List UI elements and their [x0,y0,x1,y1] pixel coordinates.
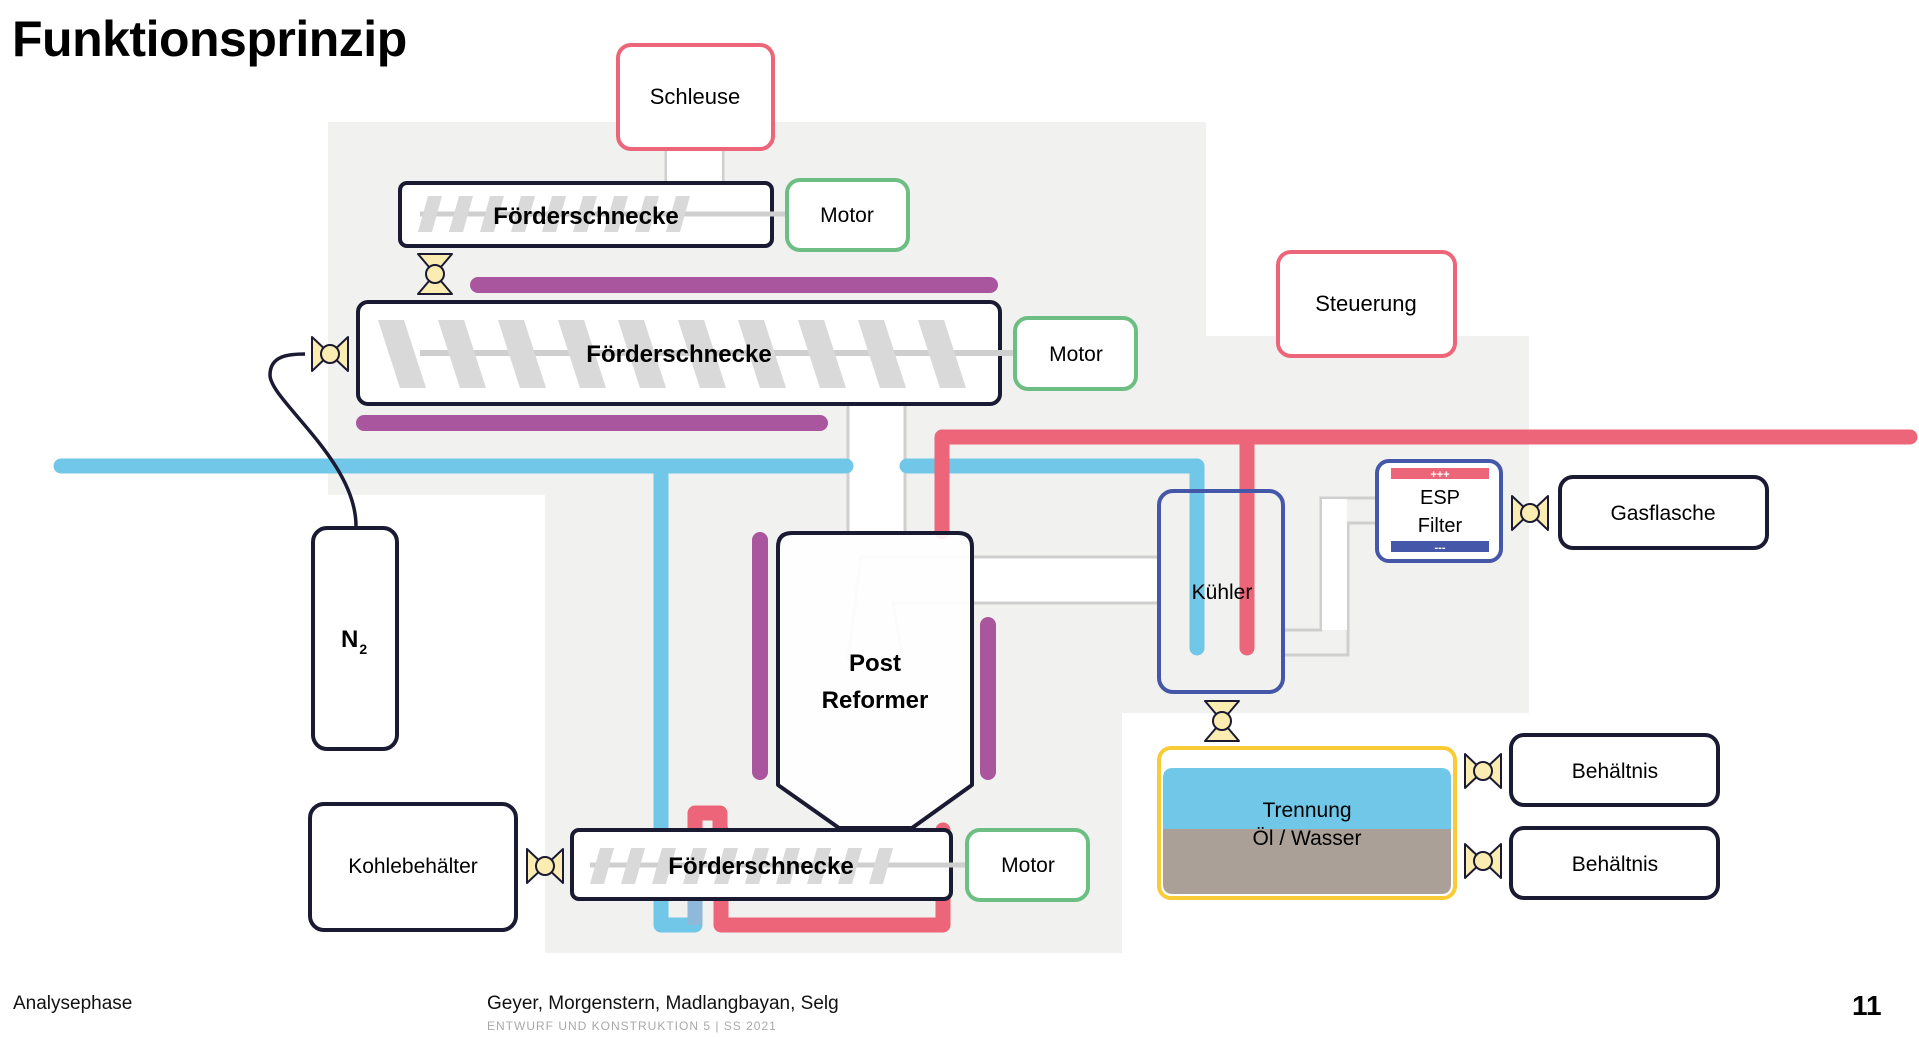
separator-tank[interactable]: Trennung Öl / Wasser [1157,746,1457,900]
steuerung-label: Steuerung [1315,291,1417,316]
screw-flight [635,196,659,232]
screw-flight [838,848,862,884]
valve-icon[interactable] [1511,495,1549,531]
motor-top-label: Motor [820,204,874,227]
screw-flight [745,848,769,884]
screw-bottom-label: Förderschnecke [668,853,853,880]
screw-flight [498,320,546,388]
heaters [356,277,998,780]
motor-bottom[interactable]: Motor [965,828,1090,902]
post-reformer[interactable]: Post Reformer [776,531,974,830]
water-layer [1163,768,1451,829]
screw-main-label: Förderschnecke [586,341,771,368]
footer-course: ENTWURF UND KONSTRUKTION 5 | SS 2021 [487,1019,777,1033]
n2-hose [268,352,358,527]
screw-flight [621,848,645,884]
screw-flights [418,196,690,232]
kohlebehaelter-box[interactable]: Kohlebehälter [308,802,518,932]
esp-filter[interactable]: +++ ESP Filter --- [1375,459,1503,563]
motor-top[interactable]: Motor [785,178,910,252]
kohlebehaelter-label: Kohlebehälter [348,855,478,878]
screw-flight [776,848,800,884]
screw-flight [714,848,738,884]
valve-icon[interactable] [1464,753,1502,789]
screw-flight [542,196,566,232]
screw-flights [590,848,893,884]
oil-layer [1163,829,1451,894]
screw-conveyor-main[interactable]: Förderschnecke [356,300,1014,406]
steuerung-box[interactable]: Steuerung [1276,250,1457,358]
screw-flight [652,848,676,884]
post-reformer-line2: Reformer [822,687,929,714]
motor-bottom-label: Motor [1001,854,1055,877]
svg-text:N2: N2 [341,626,367,657]
screw-flight [666,196,690,232]
trennung-line1: Trennung [1262,799,1351,822]
n2-tank[interactable]: N2 [311,526,399,751]
screw-flight [618,320,666,388]
screw-flight [683,848,707,884]
valve-icon[interactable] [1204,700,1240,742]
screw-flight [449,196,473,232]
esp-line1: ESP [1420,487,1460,509]
esp-plus-label: +++ [1430,469,1449,481]
trennung-line2: Öl / Wasser [1253,827,1362,850]
screw-conveyor-bottom[interactable]: Förderschnecke [570,828,965,901]
screw-flight [573,196,597,232]
slide-title: Funktionsprinzip [12,11,407,67]
motor-main-label: Motor [1049,343,1103,366]
behaeltnis-1-label: Behältnis [1572,760,1658,783]
n2-subscript: 2 [359,641,367,657]
schleuse-box[interactable]: Schleuse [616,43,775,151]
behaeltnis-2-label: Behältnis [1572,853,1658,876]
post-reformer-line1: Post [849,650,901,677]
screw-flight [798,320,846,388]
valve-icon[interactable] [1464,843,1502,879]
screw-flights [378,320,966,388]
screw-flight [678,320,726,388]
screw-flight [604,196,628,232]
esp-minus-label: --- [1435,542,1446,554]
page-number: 11 [1852,990,1882,1021]
footer-authors: Geyer, Morgenstern, Madlangbayan, Selg [487,993,839,1014]
screw-top-label: Förderschnecke [493,203,678,230]
screw-conveyor-top[interactable]: Förderschnecke [398,181,785,248]
screw-flight [480,196,504,232]
screw-flight [378,320,426,388]
screw-flight [738,320,786,388]
screw-flight [807,848,831,884]
behaeltnis-box-2[interactable]: Behältnis [1509,826,1720,900]
kuehler-label: Kühler [1192,581,1253,604]
gasflasche-box[interactable]: Gasflasche [1558,475,1769,550]
gasflasche-label: Gasflasche [1610,502,1715,525]
screw-flight [869,848,893,884]
motor-main[interactable]: Motor [1013,316,1138,391]
esp-line2: Filter [1418,515,1463,537]
screw-flight [511,196,535,232]
screw-flight [438,320,486,388]
schleuse-label: Schleuse [650,84,741,109]
screw-flight [558,320,606,388]
kuehler-box[interactable]: Kühler [1157,489,1285,694]
behaeltnis-box-1[interactable]: Behältnis [1509,733,1720,807]
screw-flight [918,320,966,388]
footer-section: Analysephase [13,993,133,1014]
screw-flight [590,848,614,884]
n2-label: N [341,626,358,653]
screw-flight [418,196,442,232]
screw-flight [858,320,906,388]
